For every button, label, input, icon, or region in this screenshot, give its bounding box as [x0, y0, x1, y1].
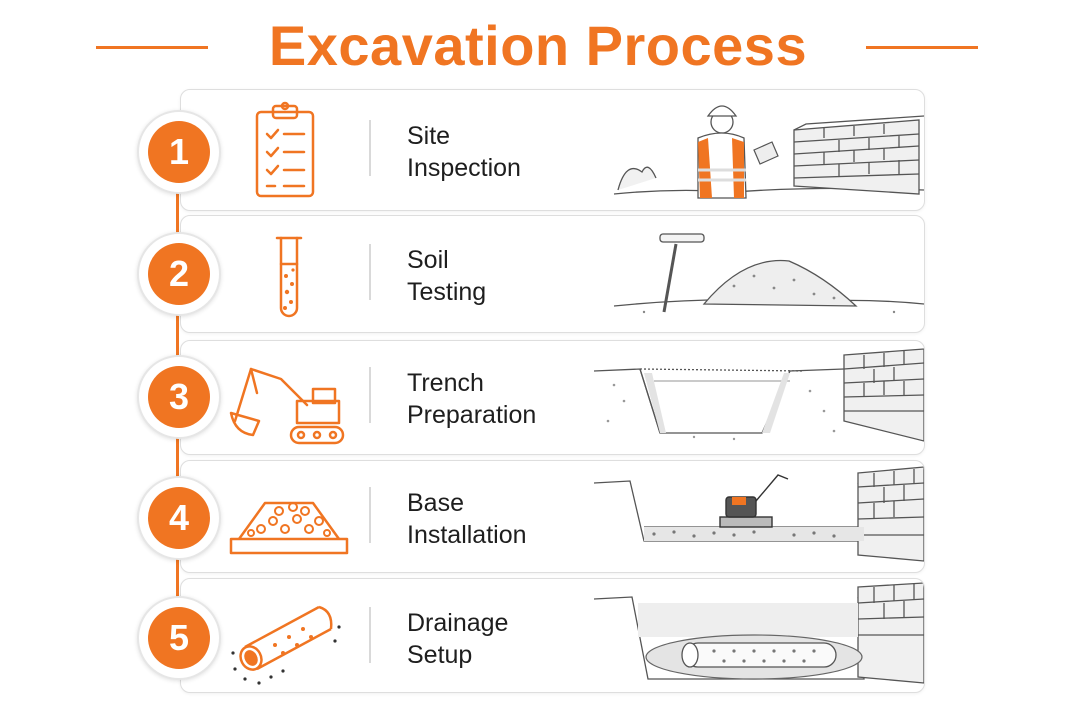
step-card-soil-testing: Soil Testing	[180, 215, 925, 333]
soil-probe-illustration	[594, 216, 924, 332]
step-label-line2: Installation	[407, 521, 527, 549]
step-card-base-installation: Base Installation	[180, 460, 925, 573]
plate-compactor-illustration	[594, 461, 924, 572]
step-label-line2: Testing	[407, 278, 487, 306]
test-tube-icon	[221, 224, 351, 328]
step-label-line1: Base	[407, 489, 464, 517]
step-divider	[369, 367, 371, 423]
step-card-drainage-setup: Drainage Setup	[180, 578, 925, 693]
excavator-icon	[221, 349, 351, 453]
step-divider	[369, 487, 371, 543]
step-divider	[369, 244, 371, 300]
title-rule-right	[866, 46, 978, 49]
step-divider	[369, 607, 371, 663]
drain-pipe-in-trench-illustration	[594, 579, 924, 692]
step-number: 4	[148, 487, 210, 549]
step-number-badge: 3	[137, 355, 221, 439]
step-number: 2	[148, 243, 210, 305]
step-label-line2: Preparation	[407, 401, 537, 429]
perforated-pipe-icon	[221, 587, 351, 691]
step-number-badge: 4	[137, 476, 221, 560]
step-number: 5	[148, 607, 210, 669]
step-card-site-inspection: Site Inspection	[180, 89, 925, 211]
step-number-badge: 2	[137, 232, 221, 316]
step-label-line1: Soil	[407, 246, 449, 274]
title-rule-left	[96, 46, 208, 49]
open-trench-illustration	[594, 341, 924, 454]
step-label: Soil Testing	[407, 244, 607, 308]
step-label: Trench Preparation	[407, 367, 607, 431]
step-number-badge: 1	[137, 110, 221, 194]
step-label: Drainage Setup	[407, 607, 607, 671]
step-divider	[369, 120, 371, 176]
worker-inspecting-wall-illustration	[594, 90, 924, 210]
step-number: 3	[148, 366, 210, 428]
gravel-pile-icon	[221, 469, 351, 572]
step-label-line2: Setup	[407, 641, 473, 669]
step-label: Base Installation	[407, 487, 607, 551]
step-number: 1	[148, 121, 210, 183]
step-label: Site Inspection	[407, 120, 607, 184]
step-label-line2: Inspection	[407, 154, 521, 182]
step-label-line1: Drainage	[407, 609, 509, 637]
step-card-trench-preparation: Trench Preparation	[180, 340, 925, 455]
clipboard-checklist-icon	[221, 98, 351, 202]
step-label-line1: Trench	[407, 369, 484, 397]
step-label-line1: Site	[407, 122, 451, 150]
title-bar: Excavation Process	[0, 6, 1080, 86]
step-number-badge: 5	[137, 596, 221, 680]
page-title: Excavation Process	[268, 14, 808, 77]
